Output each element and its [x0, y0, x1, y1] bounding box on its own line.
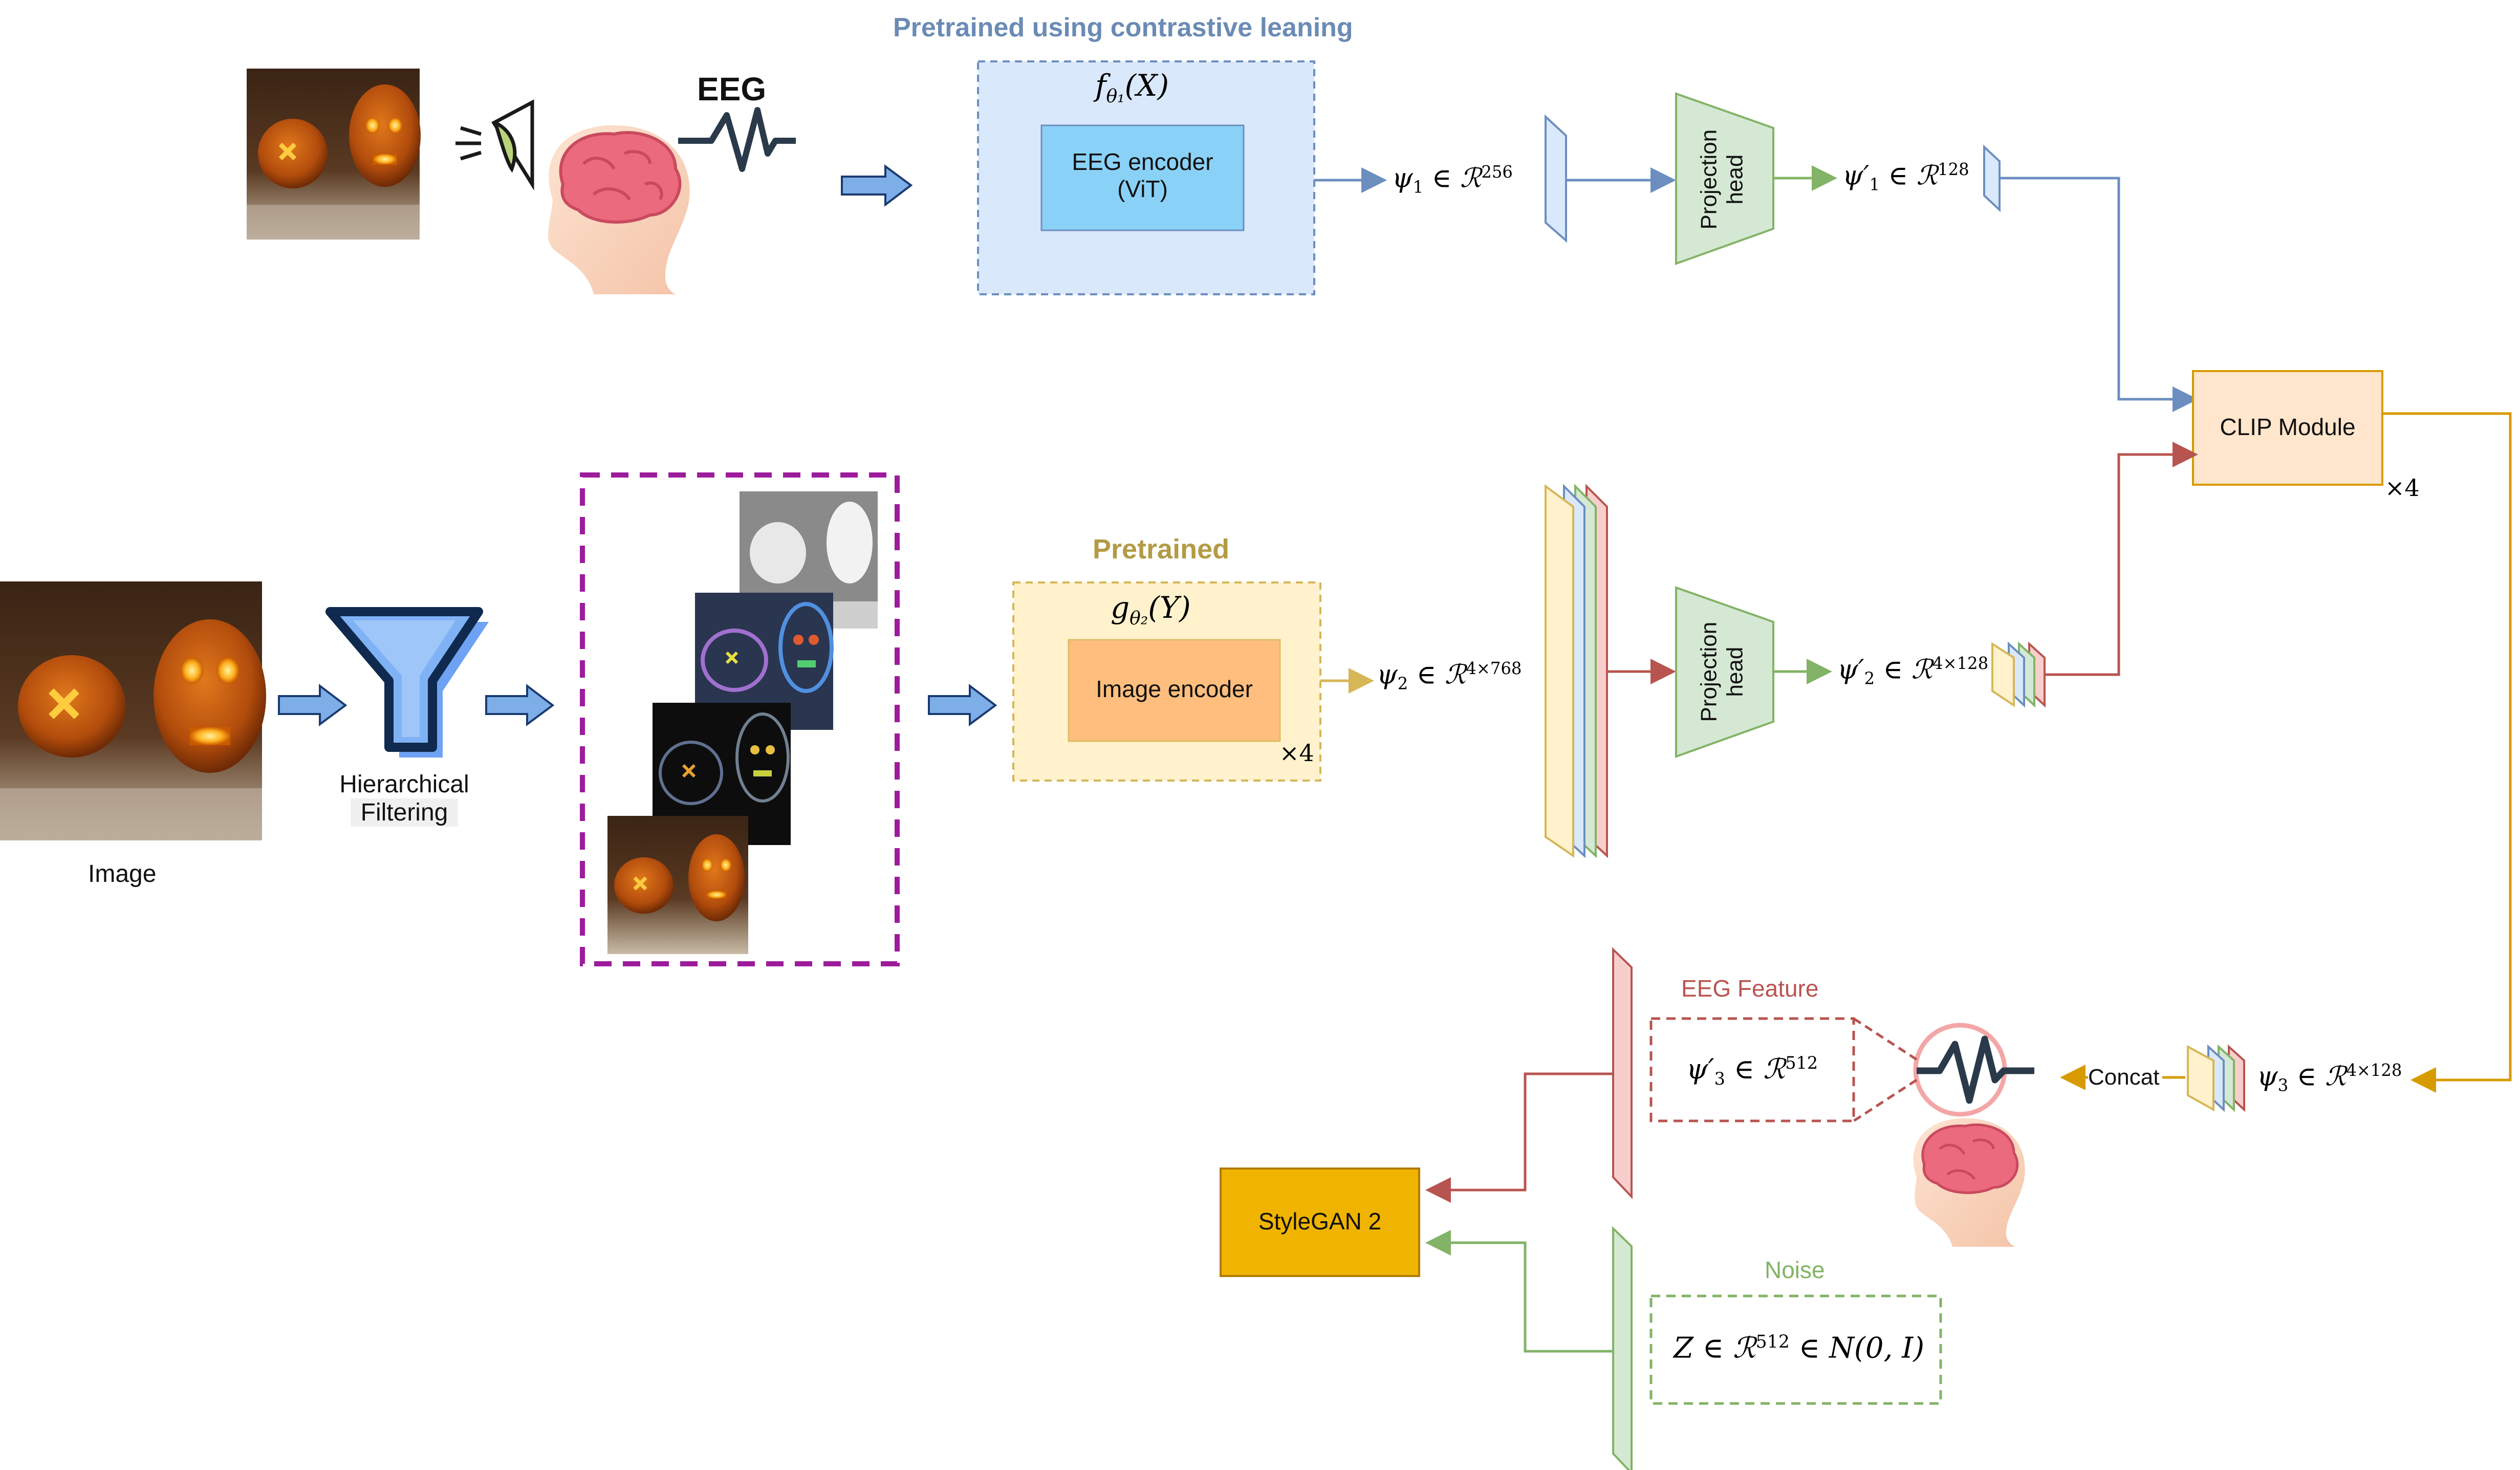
- eeg-feature-connector-top: [1853, 1017, 1918, 1061]
- hierarchical-filtering-label: Hierarchical Filtering: [312, 770, 496, 827]
- eeg-feature-box: [1649, 1017, 1855, 1122]
- psi2-prime-label: ψ′2 ∈ ℛ4×128: [1837, 654, 1989, 688]
- flow-arrow-top: [841, 164, 913, 207]
- flow-arrow-filter-to-stack: [485, 683, 555, 726]
- filter-label-line1: Hierarchical: [339, 771, 469, 798]
- arrow-eeg-feature-to-stylegan: [1425, 1072, 1613, 1203]
- stylegan-label: StyleGAN 2: [1258, 1208, 1382, 1235]
- input-pumpkin-image: [0, 581, 266, 840]
- eye-icon: [455, 99, 534, 191]
- psi3-prime-label: ψ′3 ∈ ℛ512: [1686, 1053, 1818, 1089]
- eeg-encoder-box: [1040, 124, 1245, 231]
- brain-head-bottom-icon: [1913, 1118, 2025, 1247]
- psi1-label: ψ1 ∈ ℛ256: [1392, 162, 1513, 197]
- filtered-image-original: [607, 816, 748, 954]
- contrastive-title: Pretrained using contrastive leaning: [893, 13, 1353, 42]
- psi2-prime-vector-stack: [1991, 641, 2046, 708]
- stylegan-box: [1220, 1168, 1420, 1277]
- eeg-encoder-label-line2: (ViT): [1117, 175, 1168, 202]
- proj-top-line1: Projection: [1696, 129, 1722, 230]
- arrow-noise-to-stylegan: [1425, 1230, 1613, 1353]
- eeg-feature-connector-bottom: [1853, 1078, 1918, 1122]
- filter-label-line2: Filtering: [350, 798, 459, 827]
- eeg-encoder-function: fθ₁(X): [1095, 68, 1169, 107]
- projection-head-mid-shape: [1675, 586, 1774, 758]
- flow-arrow-stack-to-encoder: [928, 683, 997, 726]
- noise-box: [1649, 1294, 1942, 1405]
- image-encoder-box: [1068, 639, 1281, 742]
- filtered-images-frame: [580, 472, 900, 966]
- funnel-icon: [325, 607, 489, 758]
- arrow-clip-to-psi3: [2382, 412, 2512, 1093]
- brain-head-icon: [548, 125, 690, 294]
- clip-module-label: CLIP Module: [2220, 414, 2356, 440]
- projection-head-mid-label: Projection head: [1696, 570, 1748, 774]
- psi3-prime-vector-shape: [1612, 947, 1633, 1200]
- image-input-label: Image: [88, 860, 157, 888]
- projection-head-top-label: Projection head: [1696, 77, 1748, 282]
- eeg-encoder-label: EEG encoder (ViT): [1041, 148, 1244, 203]
- concat-label: Concat: [2088, 1065, 2160, 1090]
- proj-mid-line1: Projection: [1696, 621, 1722, 722]
- pretrained-title: Pretrained: [1093, 534, 1230, 565]
- noise-title: Noise: [1765, 1257, 1825, 1283]
- flow-arrow-image-to-filter: [278, 683, 347, 726]
- eeg-encoder-label-line1: EEG encoder: [1072, 148, 1213, 175]
- eeg-circle-icon: [1913, 1023, 2034, 1117]
- psi1-prime-vector-shape: [1983, 144, 2001, 212]
- image-encoder-label: Image encoder: [1096, 676, 1253, 702]
- psi3-label: ψ3 ∈ ℛ4×128: [2257, 1061, 2402, 1095]
- psi2-vector-stack: [1545, 484, 1608, 858]
- psi1-prime-label: ψ′1 ∈ ℛ128: [1842, 160, 1969, 194]
- clip-module-box: [2192, 370, 2383, 486]
- proj-mid-line2: head: [1722, 646, 1747, 697]
- noise-formula: Z ∈ ℛ512 ∈ N(0, I): [1674, 1331, 1925, 1365]
- clip-repeat-label: ×4: [2385, 474, 2420, 502]
- top-pumpkin-photo: [247, 69, 421, 240]
- eeg-feature-title: EEG Feature: [1681, 975, 1819, 1002]
- psi3-vector-stack: [2187, 1044, 2245, 1112]
- proj-top-line2: head: [1722, 154, 1747, 205]
- psi2-label: ψ2 ∈ ℛ4×768: [1377, 659, 1522, 694]
- noise-vector-shape: [1612, 1226, 1633, 1470]
- arrow-psi1-to-clip: [2000, 177, 2198, 412]
- arrow-psi2-to-clip: [2045, 442, 2198, 676]
- projection-head-top-shape: [1675, 92, 1774, 265]
- psi1-vector-shape: [1545, 114, 1567, 243]
- eeg-label: EEG: [697, 71, 767, 107]
- eeg-wave-icon: [678, 107, 796, 172]
- image-encoder-repeat: ×4: [1279, 739, 1314, 767]
- image-encoder-function: gθ₂(Y): [1111, 590, 1191, 629]
